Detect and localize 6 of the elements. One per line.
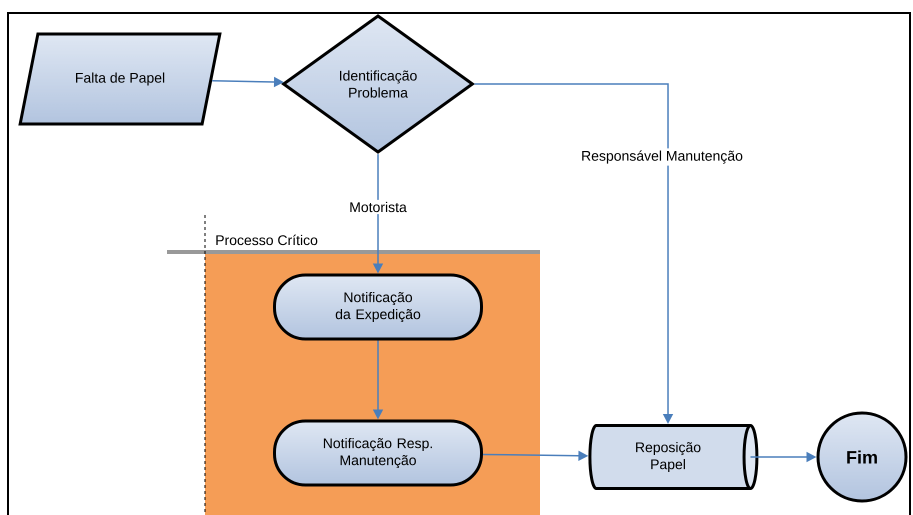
edge-label: Motorista (347, 200, 409, 214)
process-box: Notificação da Expedição (273, 274, 483, 340)
process-box: Notificação Resp. Manutenção (273, 420, 483, 486)
node-label: Processo Crítico (216, 234, 318, 246)
edge-label: Responsável Manutenção (579, 148, 745, 166)
storage-cylinder: Reposição Papel (588, 424, 758, 490)
